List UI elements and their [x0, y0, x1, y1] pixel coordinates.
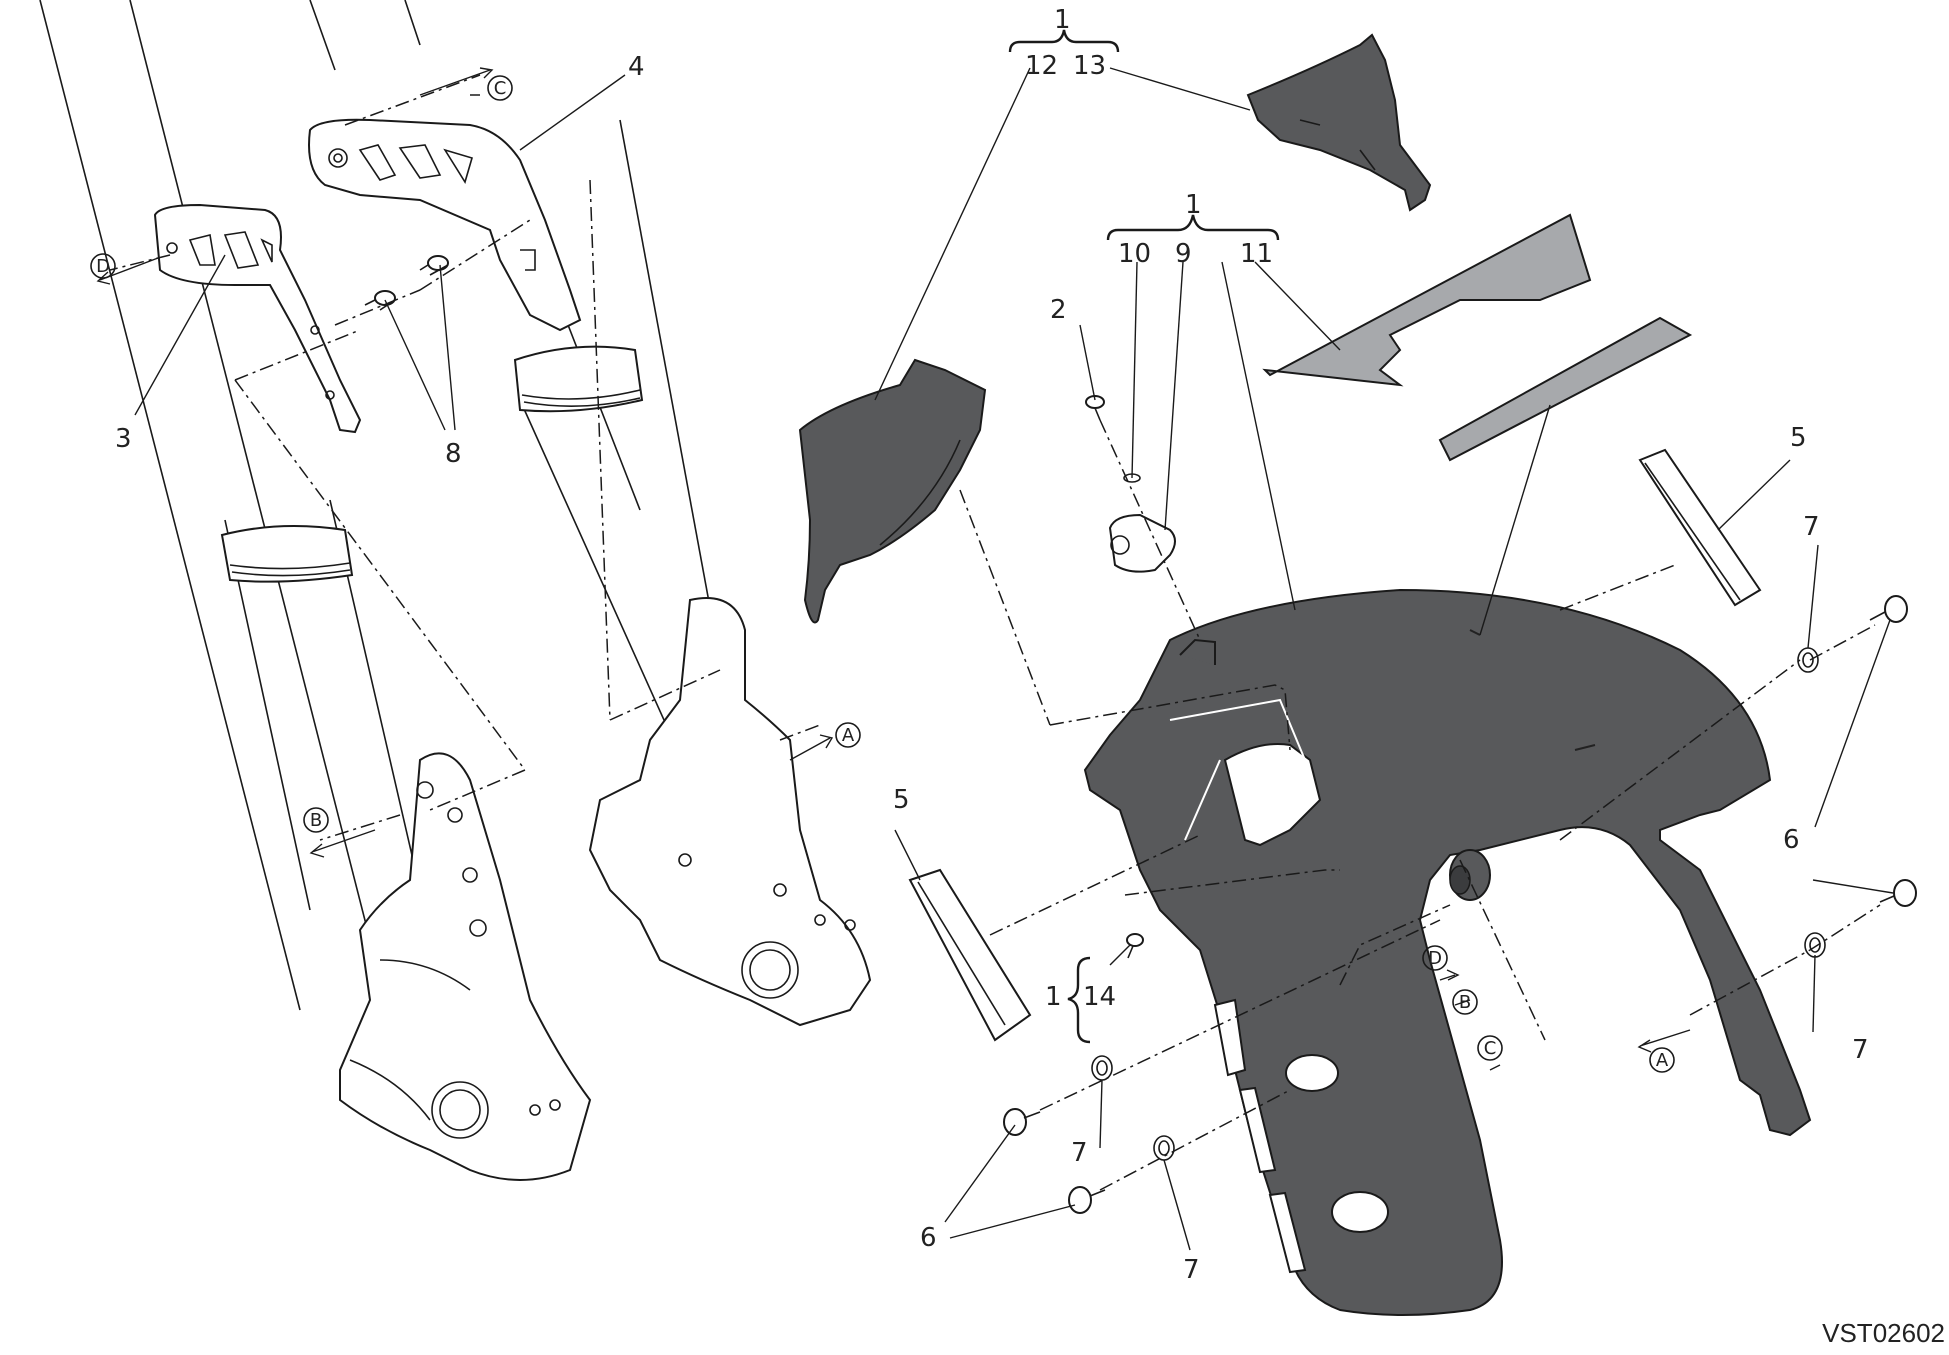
- screw-6-right-top: [1869, 595, 1908, 623]
- brace-low: [1067, 956, 1091, 1044]
- label-6-left: 6: [920, 1223, 937, 1253]
- svg-text:A: A: [842, 725, 855, 746]
- side-panel-12: [798, 358, 987, 624]
- left-fork-leg: [39, 0, 592, 1181]
- label-1-top: 1: [1054, 5, 1071, 35]
- marker-circle-d-right: D: [1422, 945, 1448, 971]
- screw-2: [1085, 395, 1105, 421]
- marker-circle-a-right: A: [835, 722, 861, 748]
- washer-7-left-top: [1091, 1055, 1113, 1081]
- assembly-lines: [109, 74, 1881, 1191]
- screw-8b: [419, 255, 449, 276]
- marker-circle-a-low: A: [1649, 1047, 1675, 1073]
- label-13: 13: [1073, 51, 1106, 81]
- svg-text:B: B: [1459, 992, 1471, 1013]
- label-7-a: 7: [1803, 512, 1820, 542]
- label-8: 8: [445, 439, 462, 469]
- brace-mid: [1106, 214, 1280, 241]
- screw-14: [1126, 933, 1144, 959]
- clip-9: [1108, 513, 1176, 573]
- label-7-d: 7: [1183, 1255, 1200, 1285]
- svg-text:D: D: [1428, 948, 1442, 969]
- label-6-right: 6: [1783, 825, 1800, 855]
- sticker-11b: [1438, 316, 1693, 462]
- label-4: 4: [628, 52, 645, 82]
- spacer-5-right: [1638, 448, 1762, 607]
- label-12: 12: [1025, 51, 1058, 81]
- screw-6-left-top: [1003, 1108, 1041, 1136]
- label-14: 14: [1083, 982, 1116, 1012]
- label-5-right: 5: [1790, 423, 1807, 453]
- label-7-c: 7: [1071, 1138, 1088, 1168]
- part-labels: 1 12 13 1 10 9 11 2 3 4 8 5 5 7 6 7 7 6 …: [115, 5, 1869, 1285]
- washer-7-right-bottom: [1804, 932, 1826, 958]
- label-11: 11: [1240, 239, 1273, 269]
- label-leaders: [134, 67, 1894, 1251]
- marker-circle-d-left: D: [90, 253, 116, 279]
- screw-6-right-bottom: [1879, 879, 1917, 907]
- label-10: 10: [1118, 239, 1151, 269]
- washer-7-left-bottom: [1153, 1135, 1175, 1161]
- front-fender: [1083, 588, 1812, 1316]
- bracket-3: [153, 203, 362, 434]
- svg-text:C: C: [1484, 1038, 1497, 1059]
- screw-6-left-bottom: [1068, 1186, 1106, 1214]
- marker-circle-c-top: C: [487, 75, 513, 101]
- marker-circle-c-right: C: [1477, 1035, 1503, 1061]
- right-fork-leg: [499, 119, 872, 1027]
- label-5-left: 5: [893, 785, 910, 815]
- washer-7-right-top: [1797, 647, 1819, 673]
- label-3: 3: [115, 424, 132, 454]
- brace-top: [1008, 29, 1120, 53]
- svg-text:C: C: [494, 78, 507, 99]
- label-2: 2: [1050, 295, 1067, 325]
- cover-13: [1246, 33, 1432, 212]
- sticker-11a: [1262, 213, 1592, 387]
- label-1-low: 1: [1045, 982, 1062, 1012]
- marker-circle-b-right: B: [1452, 989, 1478, 1015]
- marker-circle-b-left: B: [303, 807, 329, 833]
- spacer-5-left: [908, 868, 1032, 1042]
- bracket-4: [308, 118, 582, 332]
- drawing-code: VST02602: [1822, 1318, 1945, 1348]
- label-1-mid: 1: [1185, 190, 1202, 220]
- label-9: 9: [1175, 239, 1192, 269]
- svg-text:A: A: [1656, 1050, 1669, 1071]
- label-7-b: 7: [1852, 1035, 1869, 1065]
- svg-text:B: B: [310, 810, 322, 831]
- svg-text:D: D: [96, 256, 110, 277]
